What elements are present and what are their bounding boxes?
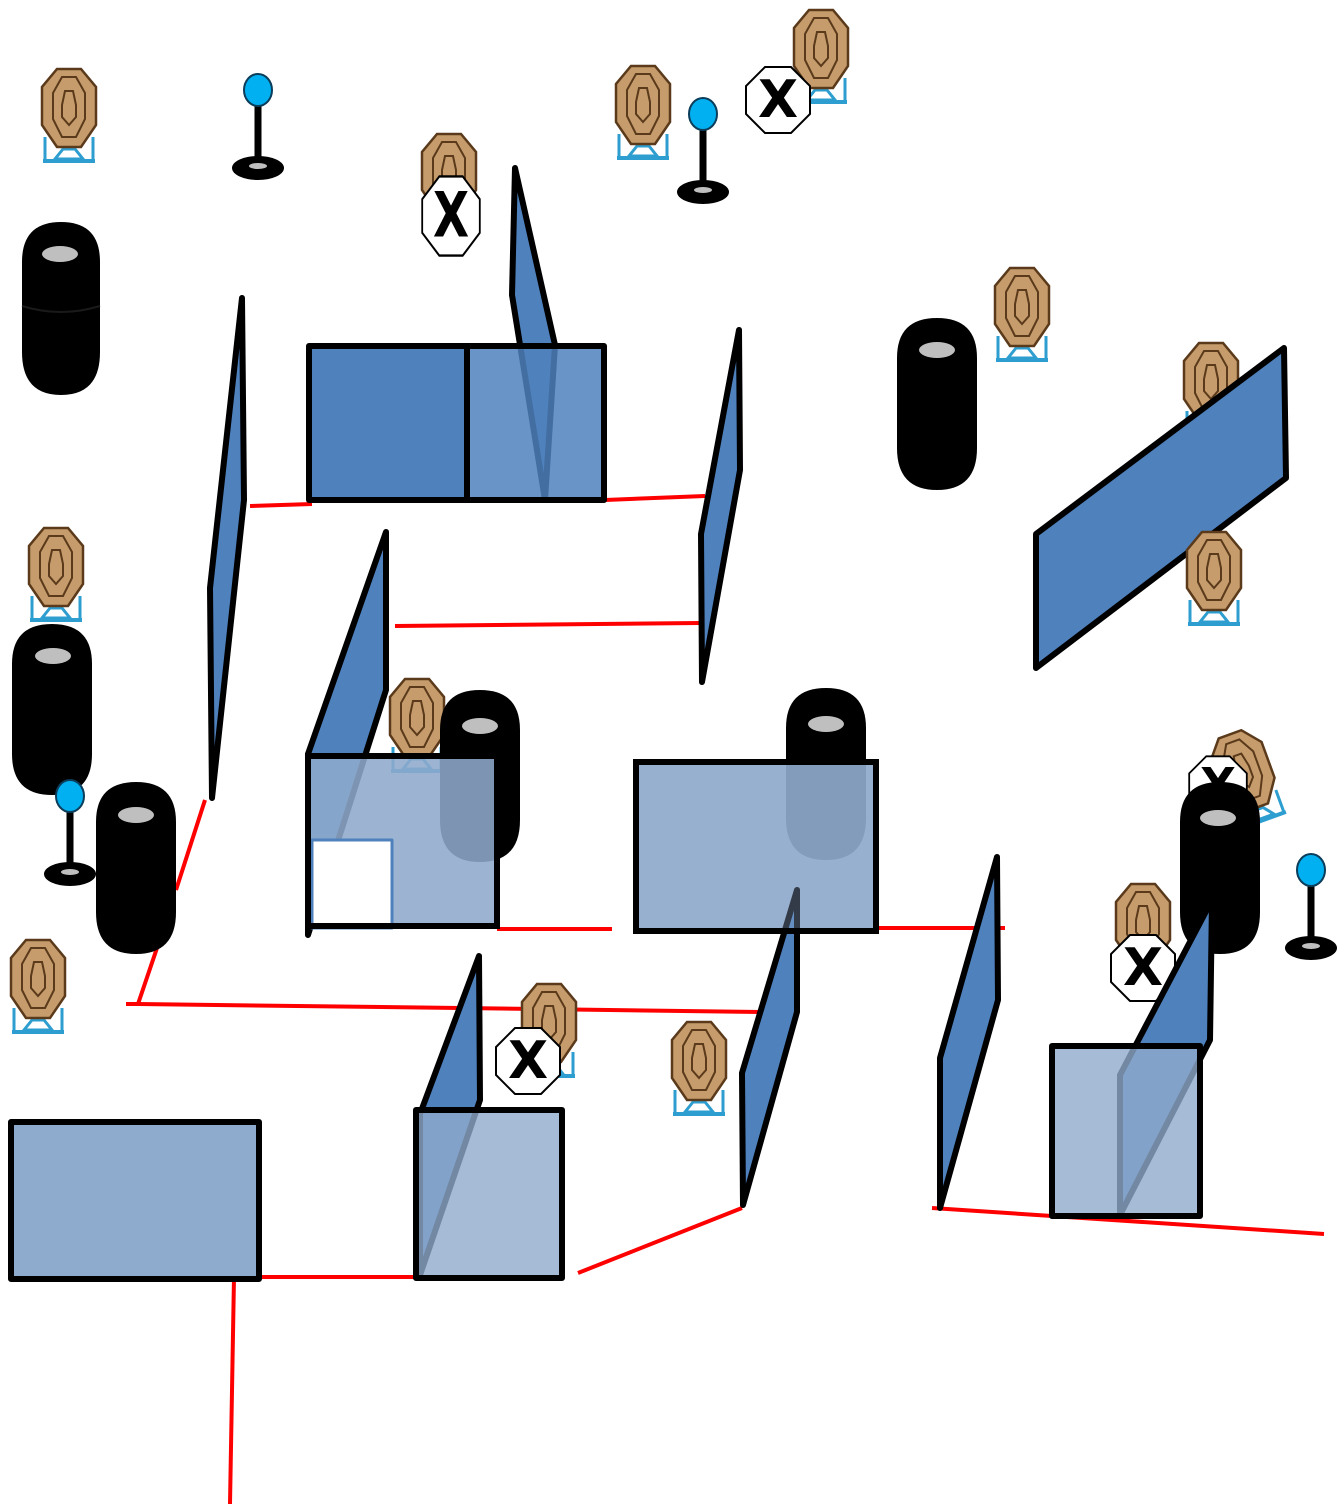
barrel-stack-icon <box>12 624 92 795</box>
fault-line <box>577 1206 743 1275</box>
barrel-stack-icon <box>1180 782 1260 954</box>
wall-panel <box>937 854 1001 1211</box>
no-shoot-icon <box>745 66 811 134</box>
fault-line <box>931 1206 1325 1236</box>
fault-line <box>174 799 207 891</box>
paper-target-icon <box>670 1020 728 1116</box>
wall-panel <box>464 343 607 503</box>
fault-line <box>394 621 701 628</box>
paper-target-icon <box>993 266 1051 362</box>
paper-target-icon <box>27 526 85 622</box>
barrel-stack-icon <box>21 222 101 395</box>
no-shoot-icon <box>421 175 481 257</box>
wall-panel <box>1033 345 1289 671</box>
wall-panel <box>633 759 879 934</box>
wall-panel <box>739 887 800 1208</box>
fault-line <box>249 502 313 508</box>
wall-panel <box>413 1107 565 1281</box>
fault-line <box>228 1276 236 1504</box>
barrel-stack-icon <box>897 318 977 490</box>
paper-target-icon <box>614 64 672 160</box>
fault-line <box>604 494 706 502</box>
fault-line <box>126 947 159 1006</box>
wall-panel <box>1049 1043 1203 1219</box>
popper-icon <box>232 74 284 180</box>
popper-icon <box>1285 854 1337 960</box>
wall-panel <box>306 343 470 503</box>
barrel-stack-icon <box>96 782 176 954</box>
paper-target-icon <box>40 67 98 163</box>
wall-panel <box>8 1119 262 1282</box>
paper-target-icon <box>9 938 67 1034</box>
popper-icon <box>677 98 729 204</box>
fault-line <box>137 1002 761 1014</box>
wall-panel <box>207 295 247 801</box>
popper-icon <box>44 780 96 886</box>
wall-panel <box>305 753 500 929</box>
paper-target-icon <box>1185 530 1243 626</box>
no-shoot-icon <box>495 1027 561 1095</box>
wall-panel <box>310 838 394 930</box>
wall-panel <box>698 327 743 685</box>
